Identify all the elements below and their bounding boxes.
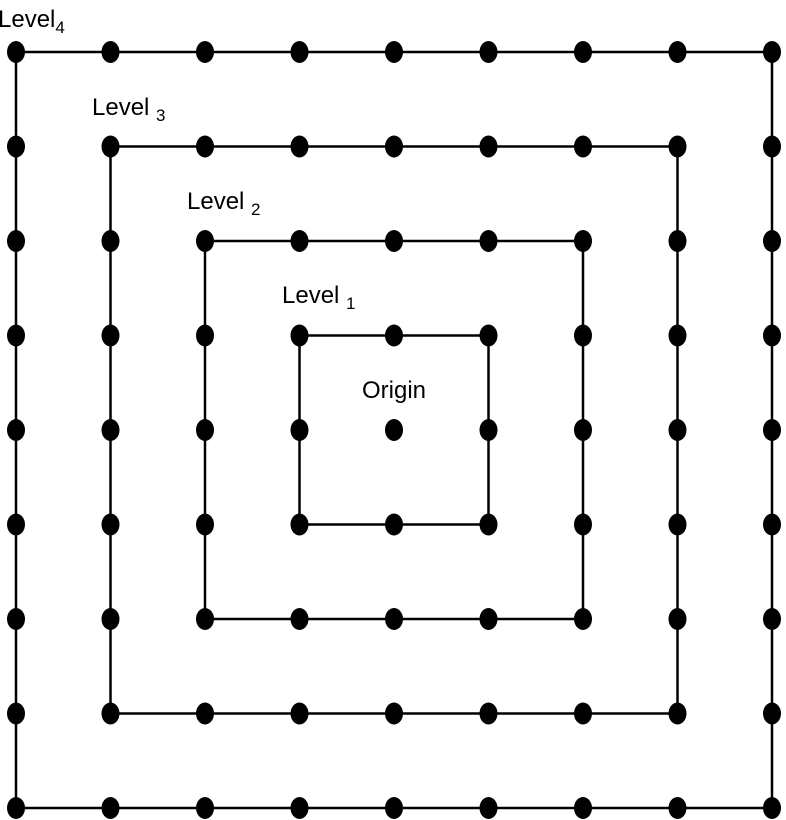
- level-3-point: [668, 419, 687, 441]
- level-3-point: [479, 135, 498, 158]
- level-2-point: [574, 513, 592, 536]
- level-4-point: [290, 797, 309, 819]
- level-3-point: [574, 702, 592, 725]
- level-2-point: [196, 324, 214, 347]
- level-4-point: [479, 41, 498, 63]
- origin-point: [385, 419, 403, 441]
- level-3-point: [196, 135, 214, 158]
- level-1-point: [479, 324, 498, 347]
- level-3-point: [668, 702, 687, 725]
- level-4-point: [763, 608, 781, 630]
- level-4-point: [7, 702, 25, 725]
- level-3-point: [385, 702, 403, 725]
- level-2-point: [574, 230, 592, 252]
- level-3-point: [668, 608, 687, 630]
- level-3-point: [101, 608, 120, 630]
- level-4-point: [7, 608, 25, 630]
- level-2-point: [196, 608, 214, 630]
- level-2-point: [385, 608, 403, 630]
- level-2-point: [574, 608, 592, 630]
- level-3-point: [290, 135, 309, 158]
- level-4-point: [7, 324, 25, 347]
- level-3-label: Level 3: [92, 94, 166, 125]
- level-1-point: [479, 419, 498, 441]
- level-3-point: [101, 702, 120, 725]
- level-2-point: [196, 230, 214, 252]
- level-4-point: [7, 513, 25, 536]
- level-4-point: [763, 135, 781, 158]
- level-4-point: [763, 419, 781, 441]
- level-3-point: [196, 702, 214, 725]
- level-2-label: Level 2: [187, 188, 261, 219]
- level-4-point: [574, 797, 592, 819]
- level-3-point: [574, 135, 592, 158]
- level-2-point: [196, 419, 214, 441]
- level-2-point: [196, 513, 214, 536]
- level-4-point: [7, 41, 25, 63]
- level-1-point: [290, 324, 309, 347]
- level-2-point: [385, 230, 403, 252]
- level-4-point: [668, 797, 687, 819]
- level-4-point: [763, 324, 781, 347]
- level-2-point: [479, 230, 498, 252]
- level-4-point: [763, 513, 781, 536]
- level-2-point: [574, 419, 592, 441]
- level-4-point: [196, 797, 214, 819]
- level-4-point: [7, 135, 25, 158]
- level-3-point: [101, 135, 120, 158]
- level-1-point: [385, 513, 403, 536]
- level-4-point: [196, 41, 214, 63]
- level-4-point: [101, 797, 120, 819]
- level-2-point: [479, 608, 498, 630]
- level-4-point: [763, 797, 781, 819]
- level-1-point: [479, 513, 498, 536]
- level-3-point: [668, 230, 687, 252]
- level-4-point: [7, 797, 25, 819]
- level-1-point: [385, 324, 403, 347]
- level-4-point: [7, 230, 25, 252]
- level-4-point: [763, 702, 781, 725]
- level-4-point: [763, 41, 781, 63]
- level-3-point: [101, 419, 120, 441]
- level-3-point: [479, 702, 498, 725]
- level-4-label: Level4: [0, 6, 65, 37]
- level-4-point: [101, 41, 120, 63]
- level-3-point: [385, 135, 403, 158]
- level-4-point: [7, 419, 25, 441]
- level-3-point: [668, 324, 687, 347]
- level-2-point: [290, 608, 309, 630]
- level-3-point: [290, 702, 309, 725]
- level-1-point: [290, 513, 309, 536]
- level-3-point: [101, 230, 120, 252]
- level-2-point: [290, 230, 309, 252]
- level-4-point: [385, 797, 403, 819]
- level-2-point: [574, 324, 592, 347]
- level-3-point: [101, 513, 120, 536]
- level-1-label: Level 1: [282, 282, 356, 313]
- level-3-point: [668, 135, 687, 158]
- level-4-point: [385, 41, 403, 63]
- level-4-point: [290, 41, 309, 63]
- level-1-point: [290, 419, 309, 441]
- level-3-point: [668, 513, 687, 536]
- level-4-point: [763, 230, 781, 252]
- level-4-point: [668, 41, 687, 63]
- level-3-point: [101, 324, 120, 347]
- origin-label: Origin: [362, 377, 426, 404]
- level-4-point: [574, 41, 592, 63]
- level-4-point: [479, 797, 498, 819]
- grid-points: [7, 41, 781, 819]
